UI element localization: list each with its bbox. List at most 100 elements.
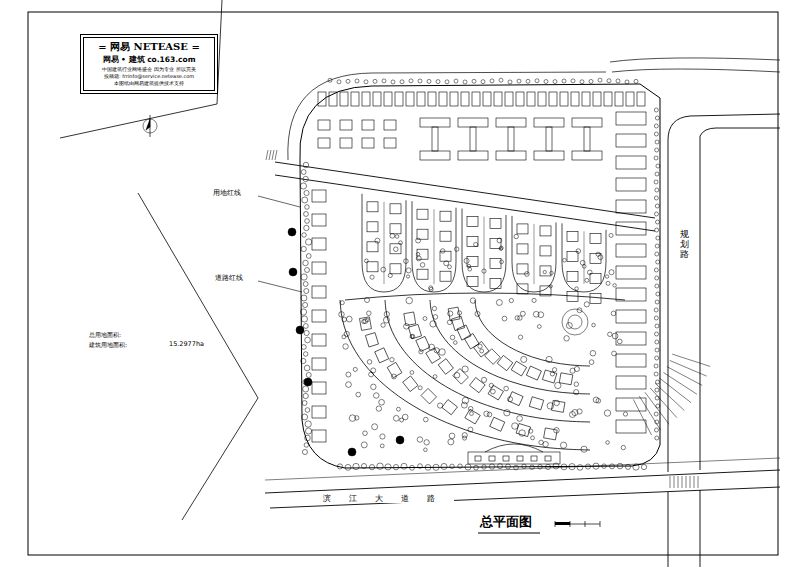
tree	[449, 433, 455, 439]
tree	[655, 284, 659, 288]
tree	[499, 78, 503, 82]
villa	[467, 257, 478, 267]
title-underline	[478, 532, 540, 533]
tree	[552, 368, 556, 372]
tree	[356, 392, 361, 397]
tree	[416, 252, 420, 256]
tree	[450, 464, 454, 468]
row-house	[593, 92, 601, 106]
sheet-frame	[28, 12, 778, 555]
tree	[554, 428, 560, 434]
tree	[380, 444, 384, 448]
tree	[410, 465, 415, 470]
villa-cluster	[562, 223, 606, 292]
tree	[544, 80, 548, 84]
crosswalk	[698, 476, 699, 488]
crosswalk	[686, 476, 687, 488]
tree	[529, 429, 533, 433]
tree	[305, 435, 311, 441]
tree	[346, 316, 352, 322]
row-house	[571, 92, 579, 106]
tree	[654, 212, 658, 216]
road-edge	[668, 114, 780, 140]
tree	[301, 274, 307, 280]
tree	[577, 465, 583, 471]
tree	[306, 372, 311, 377]
tree	[423, 317, 427, 321]
tree	[440, 249, 444, 253]
tree	[607, 79, 611, 83]
tree	[305, 268, 310, 273]
tree	[598, 255, 603, 260]
row-house	[329, 92, 337, 106]
crosswalk	[690, 476, 691, 488]
villa	[508, 392, 523, 406]
villa	[451, 316, 464, 330]
tree	[613, 284, 616, 287]
villa	[367, 262, 378, 272]
row-house	[461, 92, 469, 106]
tree	[468, 427, 473, 432]
villa	[312, 358, 326, 370]
gate-post	[517, 456, 523, 461]
tree	[379, 399, 385, 405]
tree	[555, 382, 561, 388]
villa	[365, 333, 378, 347]
tree	[487, 412, 492, 417]
tree	[364, 259, 368, 263]
north-arrow	[146, 119, 150, 130]
townhouse	[616, 354, 646, 367]
bridge-mark	[272, 150, 274, 160]
villa-cluster	[512, 216, 556, 292]
tree	[342, 317, 347, 322]
tree	[433, 315, 438, 320]
apartment-block	[432, 127, 438, 151]
tree	[587, 270, 592, 275]
villa	[511, 361, 526, 376]
apartment-block	[508, 127, 514, 151]
tree	[500, 260, 504, 264]
area-value: 15.2977ha	[168, 341, 205, 348]
tree	[655, 388, 659, 392]
tree	[576, 249, 581, 254]
tree	[655, 380, 659, 384]
tree	[574, 390, 579, 395]
internal-road	[275, 175, 655, 231]
curved-road	[385, 300, 590, 422]
bridge-mark	[275, 150, 277, 160]
tree	[404, 259, 409, 264]
tree	[367, 311, 372, 316]
villa	[367, 222, 378, 232]
tree	[302, 197, 308, 203]
tree	[521, 356, 527, 362]
tree	[470, 298, 475, 303]
tree	[604, 410, 610, 416]
tree	[404, 324, 410, 330]
parking-line	[667, 367, 702, 386]
villa	[340, 138, 352, 148]
tree	[581, 446, 587, 452]
tree	[655, 148, 659, 152]
tree	[560, 442, 566, 448]
tree	[303, 324, 308, 329]
tree	[410, 335, 414, 339]
row-house	[384, 92, 392, 106]
villa	[590, 233, 601, 243]
villa	[390, 224, 401, 234]
villa	[390, 204, 401, 214]
tree	[370, 275, 374, 279]
tree	[655, 356, 659, 360]
tree	[303, 162, 309, 168]
apartment-block	[470, 127, 476, 151]
tree	[506, 464, 511, 469]
tree	[393, 465, 398, 470]
villa	[490, 417, 505, 431]
tree	[606, 281, 610, 285]
row-house	[615, 92, 623, 106]
tree	[400, 418, 404, 422]
tree	[303, 386, 309, 392]
tree	[598, 78, 602, 82]
villa	[440, 211, 451, 221]
bridge-mark	[266, 150, 268, 160]
tree	[514, 465, 519, 470]
